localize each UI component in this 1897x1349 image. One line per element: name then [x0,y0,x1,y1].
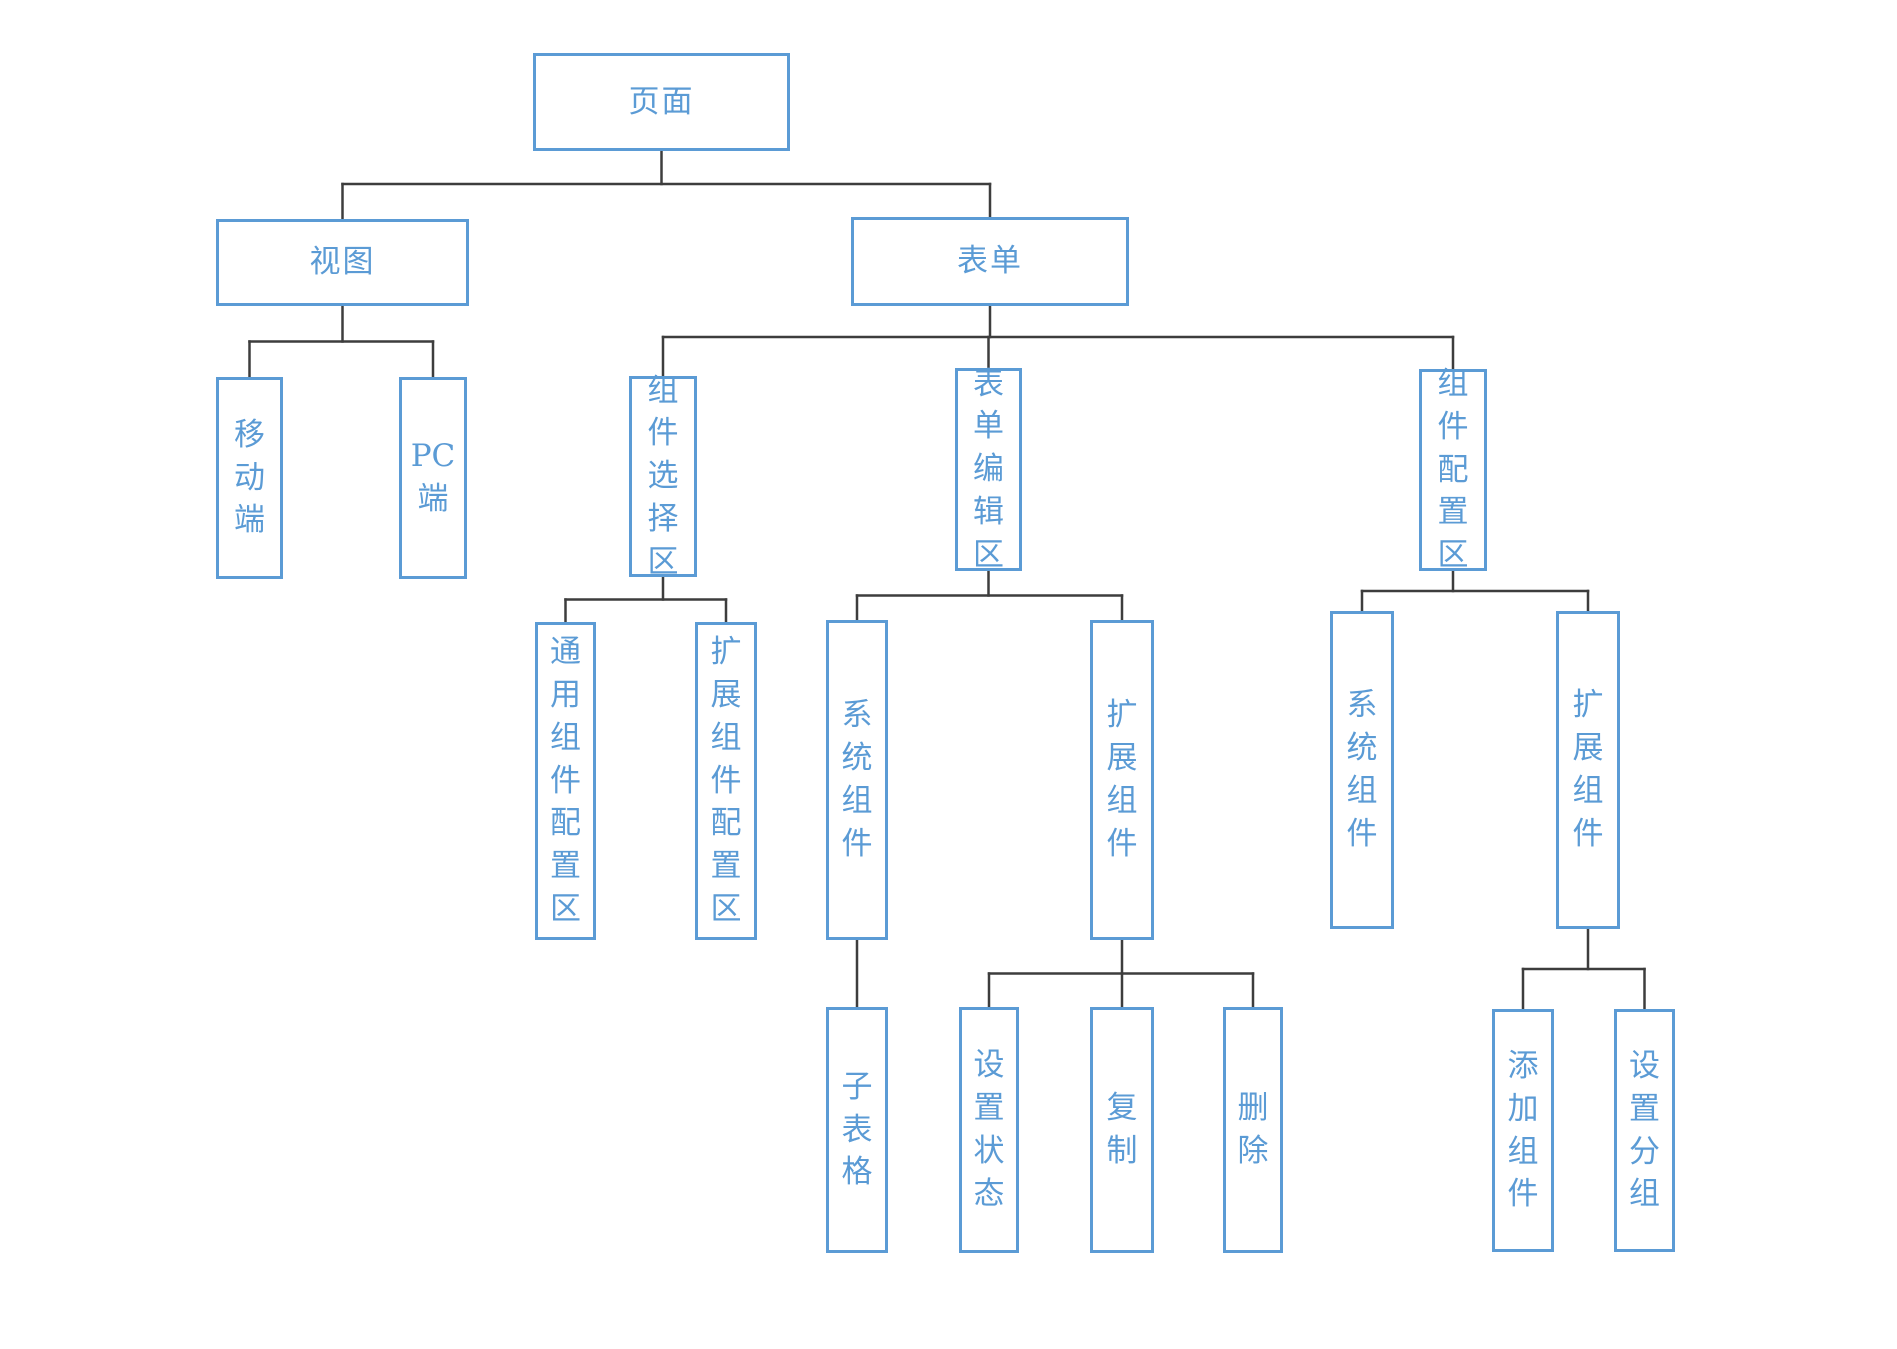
node-delete: 删 除 [1223,1007,1283,1253]
node-label-copy: 复 制 [1106,1090,1138,1169]
node-copy: 复 制 [1090,1007,1154,1253]
node-pc: PC 端 [399,377,467,579]
node-form: 表单 [851,217,1129,306]
node-label-comp_select: 组 件 选 择 区 [647,372,679,580]
node-set_status: 设 置 状 态 [959,1007,1019,1253]
node-label-set_status: 设 置 状 态 [973,1047,1005,1212]
node-sub_table: 子 表 格 [826,1007,888,1253]
node-label-pc: PC 端 [410,438,456,517]
node-ext_comp_right: 扩 展 组 件 [1556,611,1620,929]
node-add_comp: 添 加 组 件 [1492,1009,1554,1252]
node-sys_comp_right: 系 统 组 件 [1330,611,1394,929]
node-label-delete: 删 除 [1237,1090,1269,1169]
node-label-page: 页面 [628,83,695,120]
node-label-sys_comp_right: 系 统 组 件 [1346,687,1378,852]
node-label-form_edit: 表 单 编 辑 区 [973,365,1004,573]
node-label-ext_config: 扩 展 组 件 配 置 区 [710,634,742,927]
node-label-add_comp: 添 加 组 件 [1507,1047,1539,1213]
node-set_group: 设 置 分 组 [1614,1009,1675,1252]
node-label-set_group: 设 置 分 组 [1629,1047,1660,1213]
node-label-ext_comp_right: 扩 展 组 件 [1572,687,1604,852]
node-comp_select: 组 件 选 择 区 [629,373,697,580]
node-form_edit: 表 单 编 辑 区 [955,366,1022,573]
node-mobile: 移 动 端 [216,377,283,579]
node-label-sub_table: 子 表 格 [841,1068,873,1191]
node-sys_comp_mid: 系 统 组 件 [826,620,888,940]
node-label-mobile: 移 动 端 [234,416,265,539]
node-ext_config: 扩 展 组 件 配 置 区 [695,622,757,940]
node-label-sys_comp_mid: 系 统 组 件 [841,697,873,862]
node-label-view: 视图 [309,244,376,281]
node-general_config: 通 用 组 件 配 置 区 [535,622,596,940]
node-comp_config: 组 件 配 置 区 [1419,366,1487,573]
node-label-ext_comp_mid: 扩 展 组 件 [1106,697,1138,862]
node-ext_comp_mid: 扩 展 组 件 [1090,620,1154,940]
node-view: 视图 [216,219,469,306]
node-page: 页面 [533,53,790,151]
node-label-general_config: 通 用 组 件 配 置 区 [550,634,581,927]
node-label-comp_config: 组 件 配 置 区 [1437,366,1469,574]
node-label-form: 表单 [957,243,1023,280]
